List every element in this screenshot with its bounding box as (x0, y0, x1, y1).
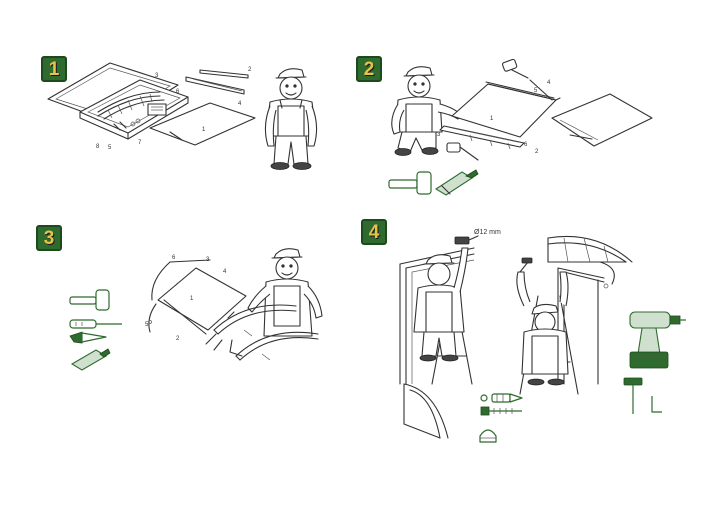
step-3-held-brackets (213, 304, 319, 361)
step-1-rails (185, 69, 249, 95)
step-2-sheet (551, 93, 653, 147)
step-4-badge: 4 (361, 219, 387, 245)
step-1-illustration: 3 6 2 4 8 5 7 1 (47, 62, 318, 170)
part-label-2: 2 (535, 149, 539, 155)
step-2-illustration: 1 2 3 4 5 6 (388, 58, 653, 196)
hammer-icon (623, 377, 643, 414)
step-1-hardware (113, 103, 167, 131)
step-1-badge: 1 (41, 56, 67, 82)
screw-icon (480, 406, 522, 416)
glue-tube-icon (70, 348, 111, 371)
part-label-5: 5 (534, 88, 538, 94)
step-1-box (47, 62, 189, 140)
step-4-held-hammer (519, 257, 533, 273)
step-2-mallet (502, 58, 529, 79)
step-4-number: 4 (368, 221, 380, 243)
step-4-worker-hammering (516, 271, 569, 386)
step-4-installed-canopy (547, 235, 633, 289)
part-label-7: 7 (138, 140, 142, 146)
mallet-icon (69, 289, 110, 311)
step-4-drill-size-label: Ø12 mm (474, 229, 501, 236)
step-4-illustration: Ø12 mm (399, 229, 686, 443)
part-label-3: 3 (155, 73, 159, 79)
part-label-1: 1 (490, 116, 494, 122)
step-3-worker (247, 248, 323, 337)
part-label-1: 1 (202, 127, 206, 133)
step-4-small-canopy (403, 383, 449, 439)
part-label-6: 6 (172, 255, 176, 261)
part-label-3: 3 (437, 132, 441, 138)
cordless-drill-icon (629, 311, 686, 369)
step-3-badge: 3 (36, 225, 62, 251)
step-3-number: 3 (43, 227, 55, 249)
step-3-illustration: 1 2 3 4 5 6 (69, 248, 323, 371)
part-label-2: 2 (248, 67, 252, 73)
step-1-worker (264, 68, 318, 170)
step-3-part-labels: 1 2 3 4 5 6 (145, 255, 227, 342)
step-4-drill (454, 235, 479, 245)
step-1-sheet (149, 102, 256, 146)
knife-icon (69, 331, 107, 344)
part-label-3: 3 (206, 257, 210, 263)
step-3-canopy (148, 259, 247, 335)
step-2-small-mallet (446, 142, 479, 161)
step-2-badge: 2 (356, 56, 382, 82)
step-2-worker (391, 66, 461, 156)
step-1-brackets (97, 91, 165, 120)
mallet-icon (388, 171, 432, 195)
wall-plug-icon (480, 393, 523, 403)
step-1-part-labels: 3 6 2 4 8 5 7 1 (96, 67, 252, 151)
part-label-4: 4 (223, 269, 227, 275)
part-label-4: 4 (547, 80, 551, 86)
step-3-tools (69, 289, 122, 371)
allen-key-icon (651, 396, 662, 413)
step-1-sheet-arrow (169, 131, 183, 141)
part-label-5: 5 (108, 145, 112, 151)
step-3-screws (205, 311, 235, 351)
screwdriver-icon (69, 319, 122, 329)
part-label-6: 6 (524, 142, 528, 148)
step-4-worker-drilling (413, 247, 469, 362)
part-label-2: 2 (176, 336, 180, 342)
step-2-frame (439, 79, 561, 150)
part-label-4: 4 (238, 101, 242, 107)
part-label-1: 1 (190, 296, 194, 302)
part-label-5: 5 (145, 322, 149, 328)
part-label-8: 8 (96, 144, 100, 150)
part-label-6: 6 (176, 89, 180, 95)
cap-nut-icon (479, 429, 497, 443)
step-2-number: 2 (363, 58, 375, 80)
step-2-part-labels: 1 2 3 4 5 6 (437, 80, 551, 155)
glue-tube-icon (434, 169, 479, 196)
step-1-number: 1 (48, 58, 60, 80)
